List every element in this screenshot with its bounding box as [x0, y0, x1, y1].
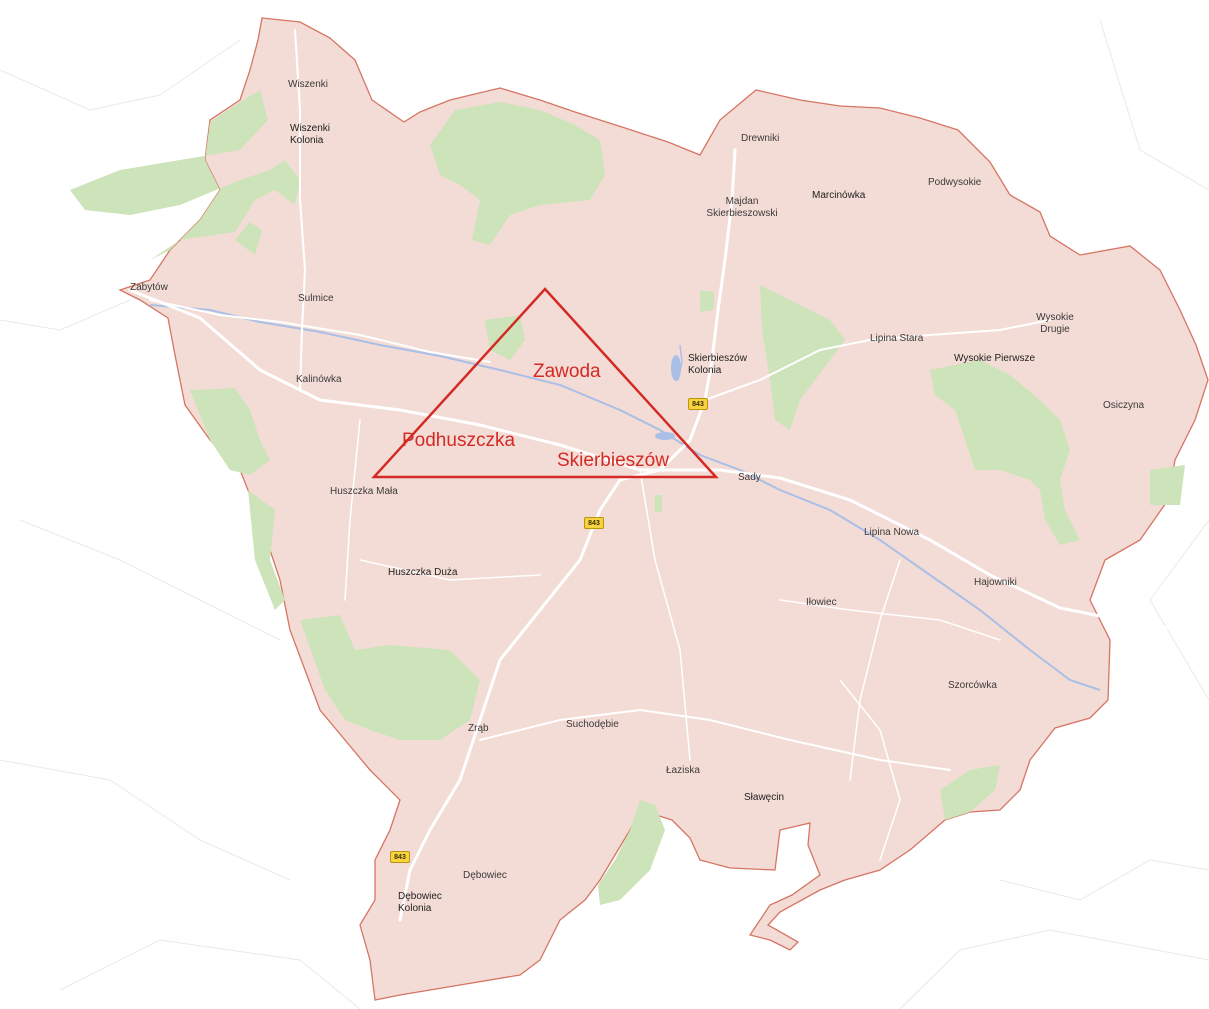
place-label: Hajowniki	[974, 577, 1017, 588]
place-label: Iłowiec	[806, 597, 837, 608]
place-label: Wysokie Pierwsze	[954, 353, 1036, 364]
annotation-label: Skierbieszów	[557, 450, 669, 471]
place-label: Huszczka Mała	[330, 486, 398, 497]
place-label: Dębowiec	[463, 870, 507, 881]
annotation-triangle	[371, 287, 719, 479]
place-label: Sławęcin	[744, 792, 785, 803]
place-label: Lipina Stara	[870, 333, 924, 344]
road-shield: 843	[584, 517, 604, 529]
place-label: Huszczka Duża	[388, 567, 458, 578]
pond	[655, 432, 675, 440]
place-label: Podwysokie	[928, 177, 982, 188]
roads	[128, 29, 1182, 922]
forest-areas	[70, 90, 1185, 905]
place-label: Sady	[738, 472, 761, 483]
place-label: Marcinówka	[812, 190, 866, 201]
place-label: Lipina Nowa	[864, 527, 920, 538]
place-label: Wysokie Drugie	[1036, 312, 1074, 335]
road-shield: 843	[688, 398, 708, 410]
place-label: Szorcówka	[948, 680, 997, 691]
place-label: Suchodębie	[566, 719, 619, 730]
pond	[671, 355, 681, 381]
annotation-label: Zawoda	[533, 361, 601, 382]
district-area	[118, 17, 1209, 1001]
place-label: Dębowiec Kolonia	[398, 891, 442, 914]
road-shield: 843	[390, 851, 410, 863]
place-label: Osiczyna	[1103, 400, 1145, 411]
place-label: Sulmice	[298, 293, 334, 304]
place-label: Wiszenki	[288, 79, 329, 90]
place-label: Skierbieszów Kolonia	[688, 353, 747, 376]
place-label: Wiszenki Kolonia	[290, 123, 331, 146]
place-label: Drewniki	[741, 133, 780, 144]
place-label: Zrąb	[468, 723, 489, 734]
annotation-label: Podhuszczka	[402, 430, 516, 451]
place-label: Kalinówka	[296, 374, 342, 385]
place-label: Zabytów	[130, 282, 168, 293]
place-label: Łaziska	[666, 765, 700, 776]
outside-roads	[0, 19, 1209, 1009]
place-label: Majdan Skierbieszowski	[706, 196, 778, 219]
